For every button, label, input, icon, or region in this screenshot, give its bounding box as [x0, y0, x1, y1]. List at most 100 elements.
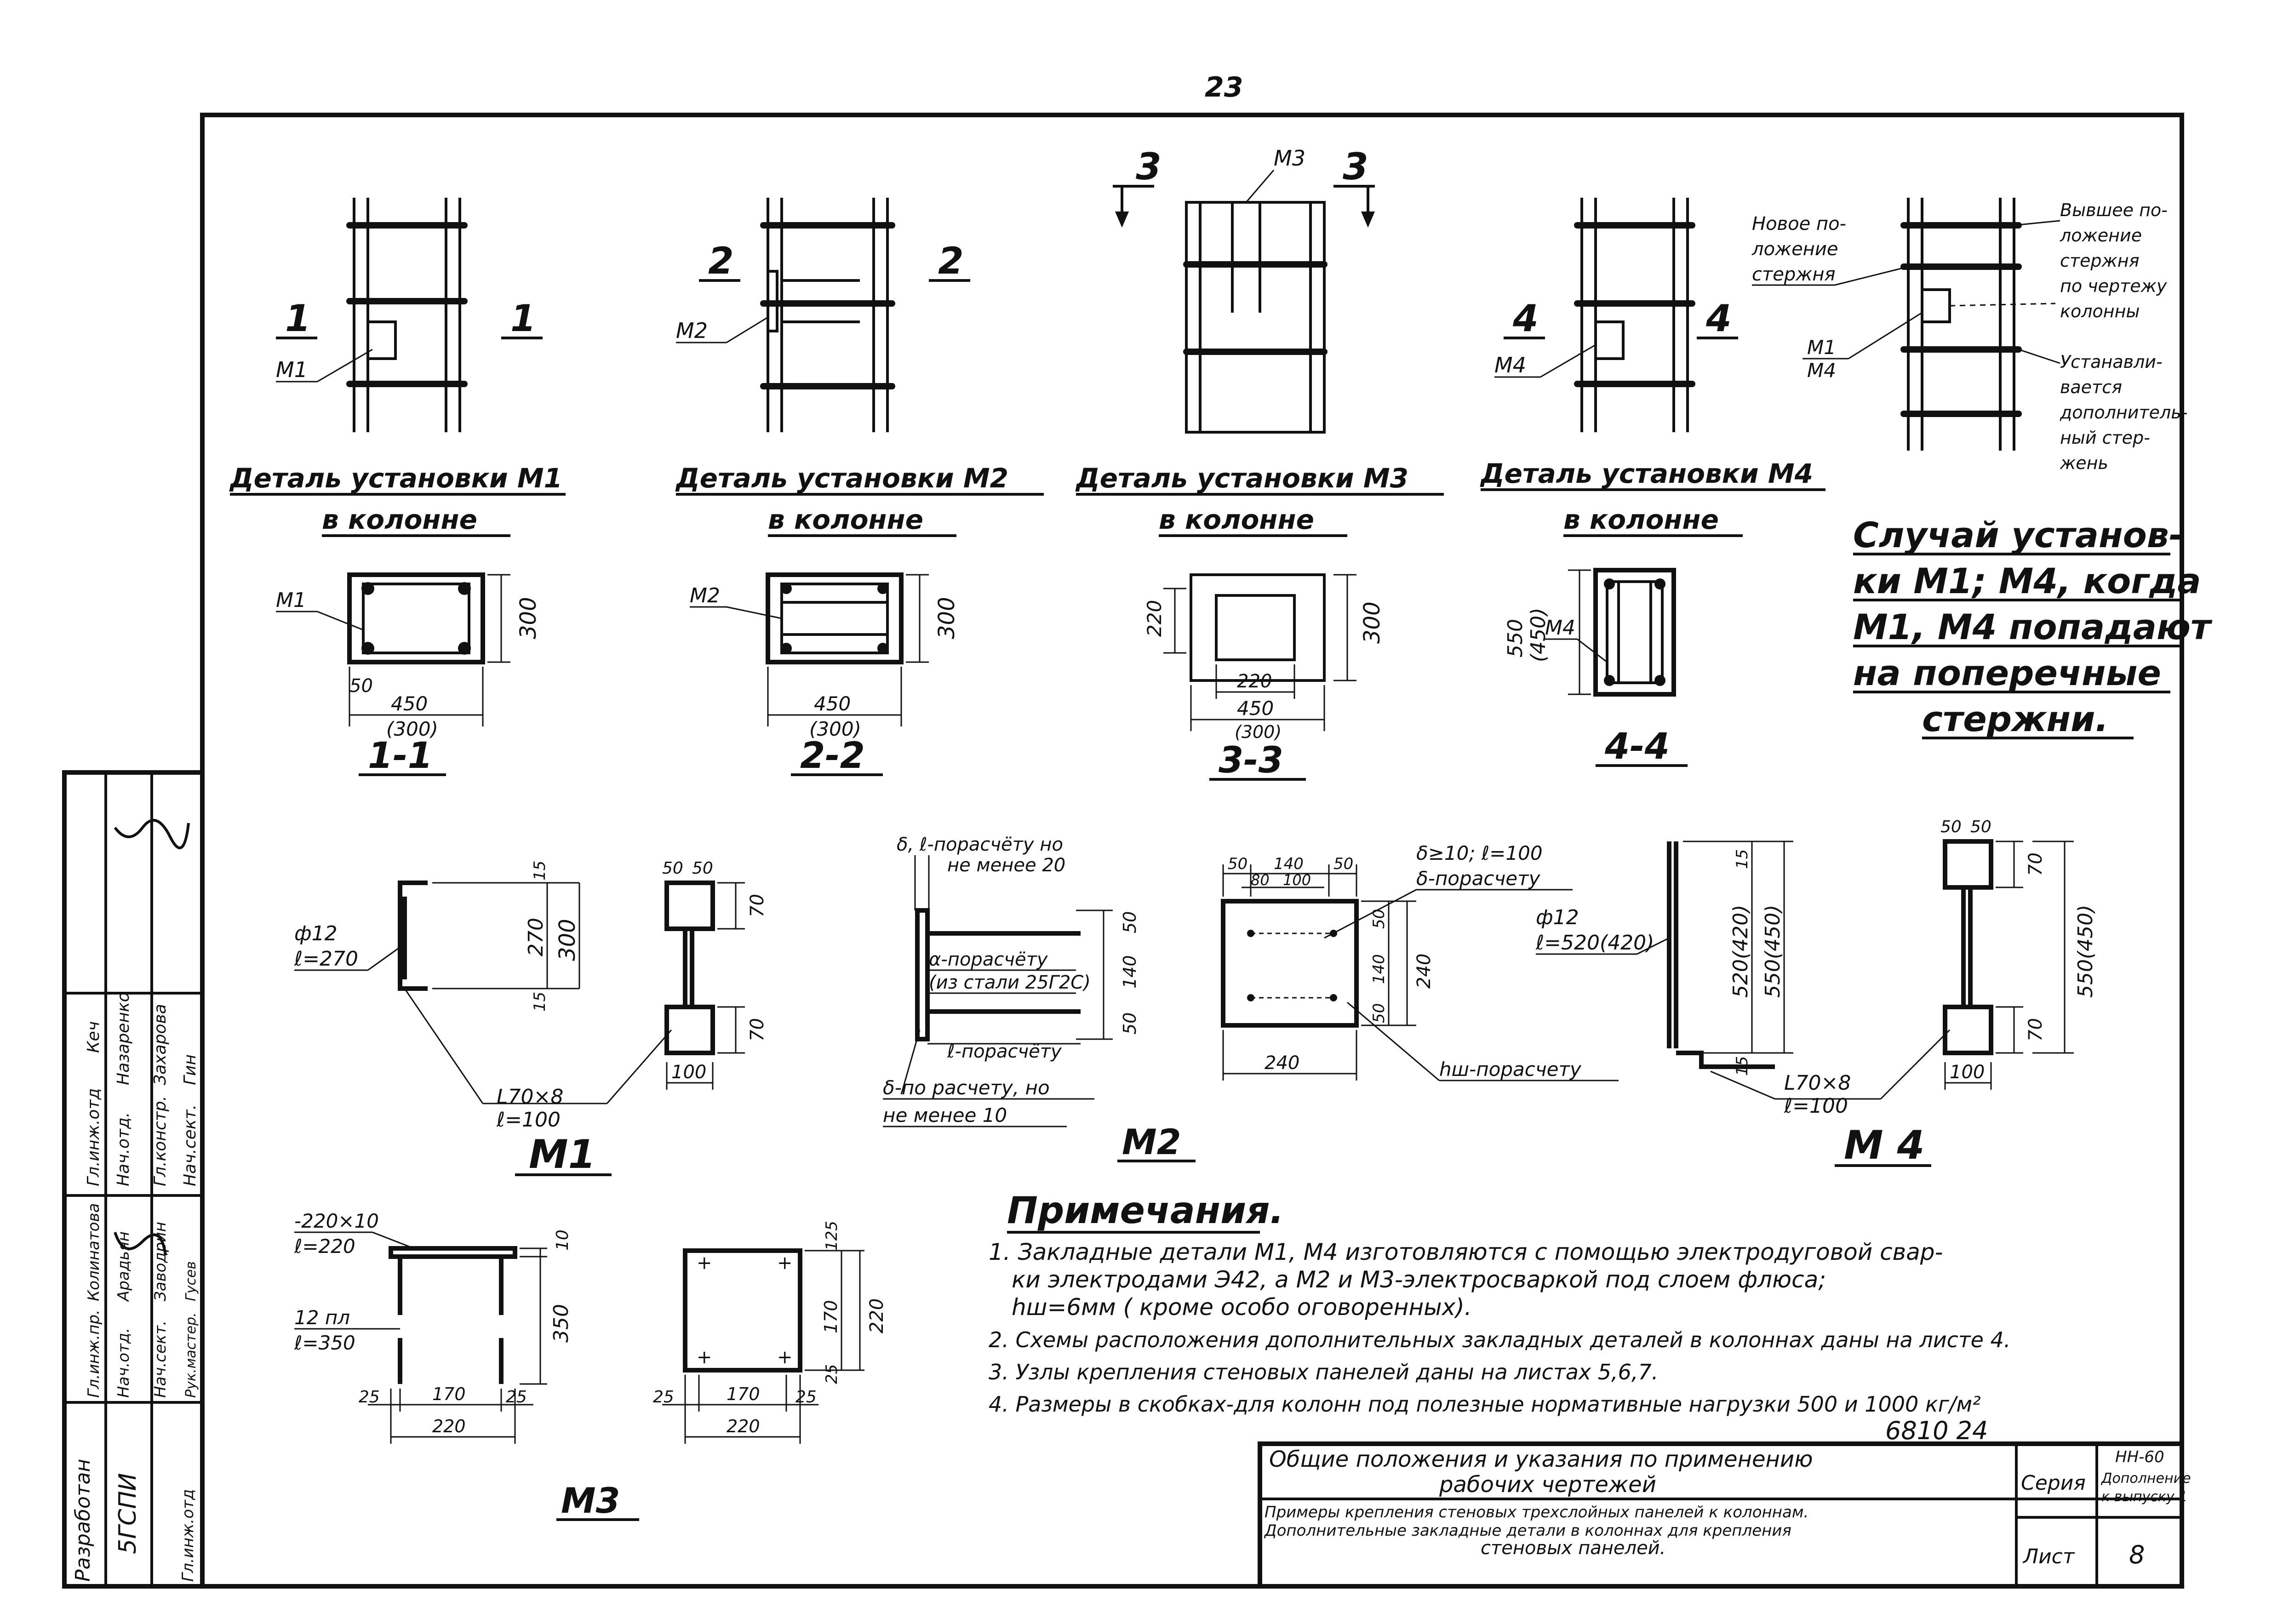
m3-weld-mark-3: +: [697, 1347, 712, 1368]
m2b-dv140: 140: [1370, 954, 1388, 984]
m4-d70b: 70: [2025, 1018, 2046, 1041]
m4-d50b: 50: [1970, 818, 1991, 836]
sheet-code: 6810 24: [1885, 1416, 1988, 1445]
title-line-2: рабочих чертежей: [1439, 1472, 1656, 1498]
label-upper-position-5: колонны: [2060, 301, 2140, 321]
m1-angle-len: ℓ=100: [496, 1108, 561, 1132]
m2-a-1: α-порасчёту: [929, 949, 1048, 970]
section-2-2: М2 300 450 (300) 2-2: [690, 572, 960, 777]
m1-d50a: 50: [662, 859, 683, 878]
part-m2-plate: δ≥10; ℓ=100 δ-порасчету 50 140 50 80 100…: [1221, 842, 1619, 1081]
label-part-m1: М1: [1807, 336, 1836, 359]
m1-title: М1: [529, 1132, 595, 1178]
signature-stamp: Разработан 5ГСПИ Гл.инж.отд Гл.инж.отд К…: [62, 770, 205, 1589]
part-m3: -220×10 ℓ=220 10 350 12 пл ℓ=350 25 170 …: [294, 1210, 887, 1521]
m3-d25b: 25: [506, 1388, 527, 1407]
m2b-hw: hш-порасчету: [1439, 1058, 1582, 1081]
s22-dim-w2: (300): [809, 718, 861, 740]
m3-plate: -220×10: [294, 1210, 379, 1232]
s22-part: М2: [690, 584, 720, 607]
m4-d15: 15: [1733, 849, 1751, 869]
label-upper-position-2: ложение: [2060, 225, 2142, 246]
label-new-position-3: стержня: [1752, 264, 1836, 285]
detail-title-m2: Деталь установки М2: [675, 463, 1008, 494]
signature-scribble-2: [114, 1232, 167, 1256]
section-mark-2-right: 2: [938, 240, 964, 282]
notes-heading: Примечания.: [1007, 1189, 1284, 1232]
section-mark-3-left: 3: [1136, 145, 1162, 188]
stamp-row-5-role: Гл.инж.пр.: [85, 1309, 103, 1398]
detail-subtitle-m4: в колонне: [1563, 504, 1719, 535]
detail-title-m1: Деталь установки М1: [229, 463, 562, 494]
m2-title: М2: [1122, 1121, 1181, 1162]
m3-d170: 170: [432, 1384, 466, 1404]
m1-d70a: 70: [747, 894, 768, 917]
s22-label: 2-2: [800, 735, 865, 777]
section-3-3: 220 300 220 450 (300) 3-3: [1143, 573, 1385, 781]
case-note-line-3: М1, М4 попадают: [1853, 606, 2213, 647]
m2b-top-1: δ≥10; ℓ=100: [1416, 842, 1543, 864]
s44-part: М4: [1545, 616, 1575, 640]
stamp-org-2: 5ГСПИ: [114, 1473, 142, 1554]
series-value-2: Дополнение: [2100, 1470, 2191, 1487]
m3-d350: 350: [549, 1304, 573, 1343]
s11-dim-w2: (300): [386, 718, 438, 740]
sheet-label: Лист: [2022, 1545, 2075, 1568]
stamp-row-6-name: Арадьян: [114, 1231, 133, 1302]
stamp-row-8-name: Гусев: [183, 1261, 199, 1301]
m3-plate-len: ℓ=220: [294, 1235, 355, 1258]
m1-bar: ф12: [294, 922, 338, 945]
part-m4: 15 520(420) 550(450) 15 ф12 ℓ=520(420) 5…: [1535, 818, 2097, 1168]
s22-dim-h: 300: [934, 597, 960, 639]
note-1a: 1. Закладные детали М1, М4 изготовляются…: [989, 1239, 1943, 1265]
m3-d25a: 25: [359, 1388, 380, 1407]
stamp-row-7-role: Нач.сект.: [151, 1321, 170, 1398]
case-note-line-2: ки М1; М4, когда: [1853, 560, 2201, 601]
s44-dim-h: 550: [1504, 619, 1527, 658]
stamp-row-1-role: Гл.инж.отд: [84, 1088, 103, 1186]
m4-angle-len: ℓ=100: [1784, 1094, 1848, 1118]
note-2: 2. Схемы расположения дополнительных зак…: [989, 1327, 2011, 1352]
m2b-dv50b: 50: [1370, 1003, 1388, 1023]
m4-d70a: 70: [2025, 852, 2046, 876]
m2b-d50: 50: [1228, 855, 1248, 873]
desc-line-1: Примеры крепления стеновых трехслойных п…: [1265, 1503, 1808, 1521]
note-3: 3. Узлы крепления стеновых панелей даны …: [989, 1360, 1658, 1384]
s11-dim-s: 50: [349, 675, 373, 697]
detail-subtitle-m2: в колонне: [768, 504, 923, 535]
label-upper-position-3: стержня: [2060, 251, 2139, 271]
s33-dim-in: 220: [1237, 671, 1272, 692]
desc-line-2: Дополнительные закладные детали в колонн…: [1264, 1521, 1791, 1540]
detail-title-m4: Деталь установки М4: [1480, 458, 1813, 489]
m3-v220: 220: [866, 1298, 887, 1333]
m1-d50b: 50: [692, 859, 713, 878]
label-installed-3: дополнитель-: [2060, 402, 2187, 423]
label-m4: М4: [1494, 353, 1526, 377]
m1-d300: 300: [555, 919, 580, 961]
stamp-org-3: Гл.инж.отд: [179, 1489, 197, 1582]
m3-p220: 220: [727, 1416, 760, 1436]
s33-dim-in-h: 220: [1143, 600, 1166, 637]
part-m2: δ, ℓ-порасчёту но не менее 20 50 140 50 …: [883, 834, 1196, 1162]
case-note-line-1: Случай установ-: [1853, 515, 2183, 555]
s44-label: 4-4: [1604, 726, 1670, 767]
m3-v125: 125: [823, 1221, 841, 1251]
m3-weld-mark-4: +: [777, 1347, 793, 1368]
label-part-m4: М4: [1807, 359, 1836, 382]
note-1b: ки электродами Э42, а М2 и М3-электросва…: [1012, 1266, 1826, 1293]
m2b-top-2: δ-порасчету: [1416, 867, 1541, 890]
label-installed-4: ный стер-: [2060, 428, 2150, 448]
rebar-relocation-detail: Новое по- ложение стержня Вывшее по- лож…: [1751, 198, 2187, 473]
m2-top-2: не менее 20: [947, 855, 1065, 876]
s33-dim-h: 300: [1359, 601, 1385, 644]
stamp-row-3-name: Захарова: [151, 1004, 170, 1085]
m2b-d80: 80: [1251, 871, 1270, 889]
m2-bottom-1: δ-по расчету, но: [883, 1076, 1050, 1099]
m1-bar-len: ℓ=270: [294, 947, 358, 971]
section-mark-4-right: 4: [1705, 297, 1732, 340]
m2-a-2: (из стали 25Г2С): [929, 972, 1091, 993]
m1-d15a: 15: [531, 861, 549, 881]
stamp-row-8-role: Рук.мастер.: [183, 1312, 199, 1398]
m2b-d240: 240: [1413, 954, 1435, 989]
